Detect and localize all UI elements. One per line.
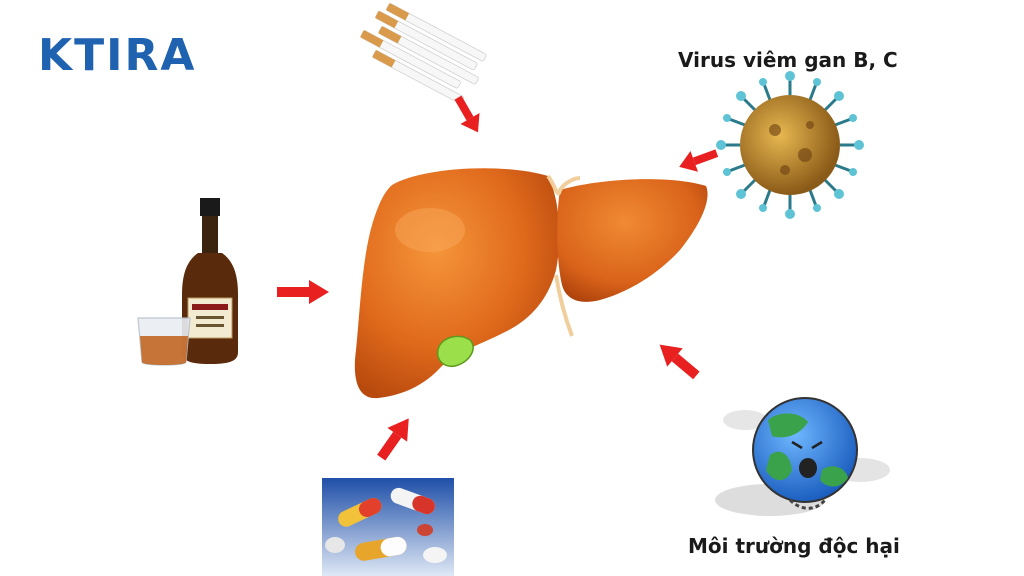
glass-liquor [140, 336, 188, 365]
liver-highlight [395, 208, 465, 252]
polluted-earth-icon [715, 397, 890, 516]
cigarettes-icon [360, 2, 487, 104]
virus-label: Virus viêm gan B, C [678, 48, 898, 72]
liver-ligament-lower [554, 274, 574, 337]
alcohol-icon [137, 198, 238, 366]
arrow-from-virus [679, 149, 719, 172]
falciform-ligament [546, 174, 581, 196]
arrow-from-cigarettes [454, 95, 480, 133]
liver-icon [354, 168, 708, 399]
arrow-from-alcohol [277, 280, 329, 304]
pills-icon [322, 478, 454, 576]
arrow-from-environment [659, 344, 700, 380]
virus-icon [716, 71, 864, 219]
ktira-logo: KTIRA [38, 30, 197, 81]
bottle-cap [200, 198, 220, 216]
arrow-from-pills [377, 418, 409, 461]
gallbladder [436, 335, 474, 368]
environment-label: Môi trường độc hại [688, 534, 900, 558]
liver-left-lobe [557, 179, 708, 302]
